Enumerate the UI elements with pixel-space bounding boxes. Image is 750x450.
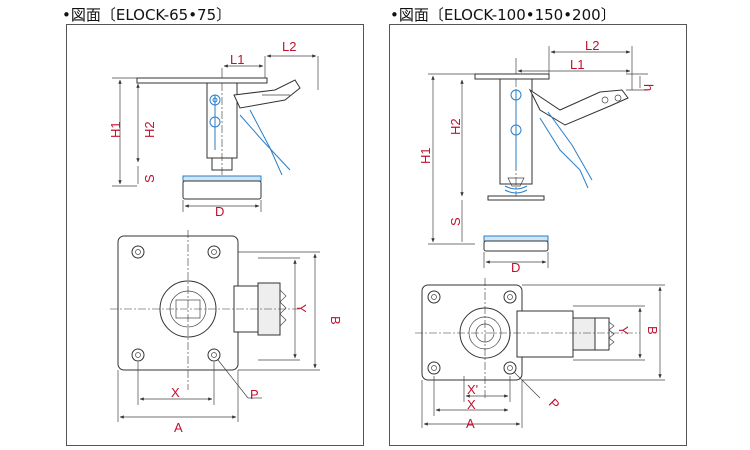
label-s: S bbox=[142, 174, 157, 183]
right-pad bbox=[483, 240, 549, 252]
right-title: •図面〔ELOCK-100•150•200〕 bbox=[390, 6, 616, 24]
label-b: B bbox=[328, 316, 343, 325]
label-a-right: A bbox=[466, 416, 475, 431]
label-l2: L2 bbox=[282, 39, 296, 54]
right-bolt-hole bbox=[427, 361, 441, 375]
right-top-view bbox=[415, 278, 665, 428]
left-pad bbox=[182, 180, 262, 200]
right-lever-body bbox=[516, 310, 574, 358]
left-bolt-hole bbox=[207, 245, 221, 259]
label-x-right: X bbox=[467, 397, 476, 412]
label-h2: H2 bbox=[142, 121, 157, 138]
right-bolt-hole bbox=[503, 361, 517, 375]
left-lever bbox=[233, 79, 301, 109]
label-p-right: P bbox=[546, 396, 563, 413]
label-h1-right: H1 bbox=[418, 147, 433, 164]
left-top-plate bbox=[136, 77, 268, 84]
label-p: P bbox=[250, 387, 259, 402]
label-b-right: B bbox=[645, 326, 660, 335]
left-bolt-hole bbox=[131, 348, 145, 362]
label-d-right: D bbox=[511, 260, 520, 275]
label-h1: H1 bbox=[108, 121, 123, 138]
right-lever bbox=[528, 88, 629, 126]
right-side-view bbox=[428, 46, 648, 268]
right-bolt-hole bbox=[427, 290, 441, 304]
label-a: A bbox=[174, 420, 183, 435]
label-h-small-right: h bbox=[641, 84, 656, 91]
label-y: Y bbox=[294, 304, 309, 313]
label-s-right: S bbox=[448, 217, 463, 226]
left-bolt-hole bbox=[131, 245, 145, 259]
right-top-plate bbox=[474, 73, 550, 80]
label-l1-right: L1 bbox=[570, 57, 584, 72]
label-y-right: Y bbox=[616, 326, 631, 335]
label-x: X bbox=[171, 385, 180, 400]
right-pad-top bbox=[483, 235, 549, 242]
left-bolt-hole bbox=[207, 348, 221, 362]
right-foot bbox=[487, 195, 545, 201]
label-x-prime-right: X' bbox=[467, 382, 478, 397]
label-l2-right: L2 bbox=[585, 38, 599, 53]
left-top-view bbox=[110, 230, 320, 422]
right-bolt-hole bbox=[503, 290, 517, 304]
label-h2-right: H2 bbox=[448, 118, 463, 135]
label-l1: L1 bbox=[230, 52, 244, 67]
left-title: •図面〔ELOCK-65•75〕 bbox=[62, 6, 232, 24]
left-side-view bbox=[112, 54, 319, 212]
label-d: D bbox=[215, 204, 224, 219]
left-pad-top bbox=[182, 175, 262, 182]
